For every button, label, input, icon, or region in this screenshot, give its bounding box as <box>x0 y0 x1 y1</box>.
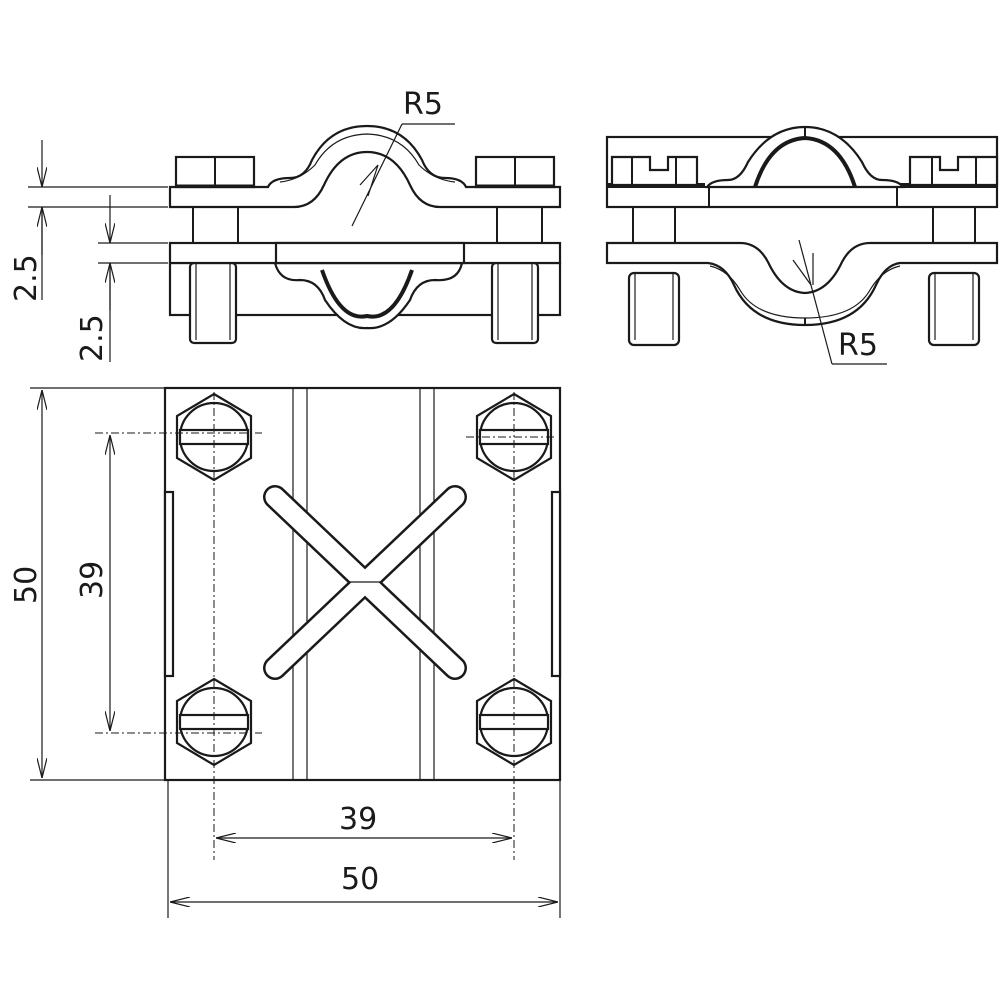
lower-plate-side <box>605 241 999 327</box>
side-tab-right <box>550 490 562 678</box>
thickness-label-top: 2.5 <box>9 254 44 302</box>
cross-groove <box>263 485 467 680</box>
dimension-bolt-spacing-height: 39 <box>75 435 110 731</box>
bolt-left <box>188 207 239 345</box>
bolt-right <box>490 207 543 345</box>
bolt-right-side <box>927 207 981 347</box>
hex-nut-right <box>474 155 556 189</box>
thickness-label-bottom: 2.5 <box>75 314 110 362</box>
dimension-bolt-spacing-width: 39 <box>216 802 512 838</box>
height-bolt-spacing-label: 39 <box>75 561 110 599</box>
front-view: R5 2.5 2.5 <box>9 87 562 362</box>
radius-callout-side: R5 <box>792 239 887 365</box>
dimension-overall-height: 50 <box>9 387 165 781</box>
width-bolt-spacing-label: 39 <box>339 802 377 837</box>
hex-bolt-bottom-left <box>175 677 253 767</box>
radius-label-front: R5 <box>403 87 443 122</box>
bolt-left-side <box>627 207 681 347</box>
dimension-overall-width: 50 <box>167 780 561 918</box>
top-view: 50 39 39 50 <box>9 386 562 918</box>
lower-saddle <box>273 261 464 330</box>
dimension-lower-plate-thickness: 2.5 <box>75 195 168 362</box>
side-tab-left <box>163 490 175 678</box>
side-view: R5 <box>605 125 999 365</box>
slotted-nut-left <box>610 155 699 187</box>
top-plate <box>168 124 562 209</box>
dimension-top-plate-thickness: 2.5 <box>9 140 168 302</box>
height-overall-label: 50 <box>9 566 44 604</box>
radius-label-side: R5 <box>838 328 878 363</box>
radius-callout-front: R5 <box>351 87 455 227</box>
width-overall-label: 50 <box>341 862 379 897</box>
hex-nut-left <box>174 155 256 189</box>
slotted-nut-right <box>908 155 999 187</box>
